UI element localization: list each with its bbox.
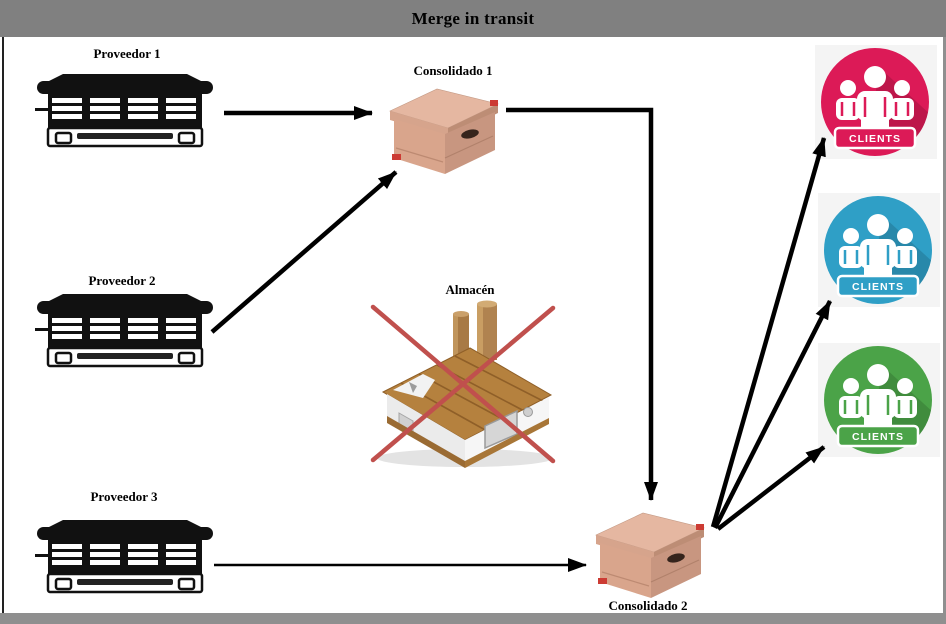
clients-icon: CLIENTS	[815, 45, 937, 159]
clients-icon: CLIENTS	[818, 343, 940, 457]
proveedor2-label: Proveedor 2	[88, 273, 156, 288]
consolidado1-label: Consolidado 1	[413, 63, 493, 78]
consolidado1-node	[382, 84, 505, 176]
diagram-title: Merge in transit	[411, 8, 535, 28]
cardboard-box-icon	[595, 512, 705, 598]
bottom-border	[0, 613, 946, 624]
left-border	[2, 37, 4, 613]
clients-banner-label: CLIENTS	[852, 281, 904, 293]
proveedor1-node	[35, 72, 215, 150]
consolidado2-node	[588, 508, 711, 600]
factory-icon	[35, 520, 213, 594]
almacen-node	[365, 300, 565, 470]
clients-node-pink: CLIENTS	[815, 45, 937, 162]
arrow-consolidado2-to-clients-pink	[710, 137, 827, 528]
right-border	[943, 37, 946, 613]
clients-banner-label: CLIENTS	[849, 133, 901, 145]
proveedor3-node	[35, 517, 215, 597]
title-bar: Merge in transit	[0, 0, 946, 37]
proveedor3-label: Proveedor 3	[90, 489, 158, 504]
arrow-consolidado2-to-clients-green	[716, 445, 826, 531]
proveedor1-label: Proveedor 1	[93, 46, 161, 61]
factory-icon	[35, 294, 213, 368]
consolidado2-label: Consolidado 2	[608, 598, 688, 613]
clients-icon: CLIENTS	[818, 193, 940, 307]
clients-node-green: CLIENTS	[818, 343, 940, 460]
clients-banner-label: CLIENTS	[852, 431, 904, 443]
cardboard-box-icon	[389, 88, 499, 174]
almacen-label: Almacén	[445, 282, 495, 297]
arrow-consolidado2-to-clients-blue	[712, 299, 833, 530]
clients-node-blue: CLIENTS	[818, 193, 940, 310]
proveedor2-node	[35, 292, 215, 370]
warehouse-icon	[370, 300, 556, 468]
factory-icon	[35, 74, 213, 148]
